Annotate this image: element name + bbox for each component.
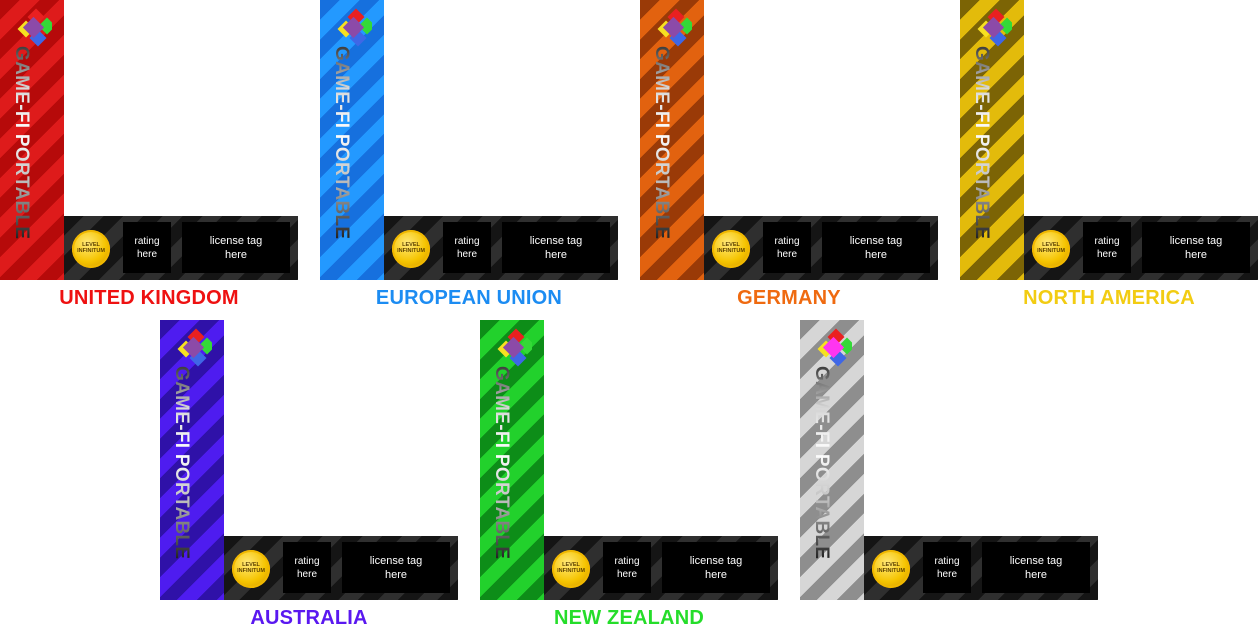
level-infinitum-badge: LEVEL INFINITUM	[552, 550, 590, 588]
base-strip: LEVEL INFINITUM rating here license tag …	[64, 216, 298, 280]
license-box: license tag here	[822, 222, 930, 273]
cover-template-north-america: GAME-FI PORTABLE LEVEL INFINITUM rating …	[960, 0, 1258, 309]
game-logo-icon	[17, 8, 52, 47]
badge-text: LEVEL INFINITUM	[77, 242, 105, 254]
cover-template-new-zealand: GAME-FI PORTABLE LEVEL INFINITUM rating …	[480, 320, 778, 629]
badge-text: LEVEL INFINITUM	[877, 562, 905, 574]
spine: GAME-FI PORTABLE	[320, 0, 384, 280]
spine: GAME-FI PORTABLE	[480, 320, 544, 600]
base-strip: LEVEL INFINITUM rating here license tag …	[1024, 216, 1258, 280]
game-logo-icon	[337, 8, 372, 47]
spine: GAME-FI PORTABLE	[160, 320, 224, 600]
level-infinitum-badge: LEVEL INFINITUM	[712, 230, 750, 268]
region-label: UNITED KINGDOM	[59, 287, 239, 309]
badge-text: LEVEL INFINITUM	[1037, 242, 1065, 254]
base-strip: LEVEL INFINITUM rating here license tag …	[704, 216, 938, 280]
game-logo-icon	[817, 328, 852, 367]
spine-title: GAME-FI PORTABLE	[11, 46, 32, 240]
level-infinitum-badge: LEVEL INFINITUM	[72, 230, 110, 268]
rating-box: rating here	[1083, 222, 1131, 273]
rating-box: rating here	[763, 222, 811, 273]
region-label: EUROPEAN UNION	[375, 287, 563, 309]
license-box: license tag here	[342, 542, 450, 593]
badge-text: LEVEL INFINITUM	[397, 242, 425, 254]
cover-template-european-union: GAME-FI PORTABLE LEVEL INFINITUM rating …	[320, 0, 618, 309]
spine-title: GAME-FI PORTABLE	[491, 366, 512, 560]
cover-template-germany: GAME-FI PORTABLE LEVEL INFINITUM rating …	[640, 0, 938, 309]
badge-text: LEVEL INFINITUM	[557, 562, 585, 574]
level-infinitum-badge: LEVEL INFINITUM	[872, 550, 910, 588]
badge-text: LEVEL INFINITUM	[237, 562, 265, 574]
license-box: license tag here	[1142, 222, 1250, 273]
region-label: NEW ZEALAND	[554, 607, 704, 629]
spine-title: GAME-FI PORTABLE	[651, 46, 672, 240]
spine: GAME-FI PORTABLE	[640, 0, 704, 280]
base-strip: LEVEL INFINITUM rating here license tag …	[224, 536, 458, 600]
region-label: AUSTRALIA	[250, 607, 368, 629]
license-box: license tag here	[662, 542, 770, 593]
level-infinitum-badge: LEVEL INFINITUM	[232, 550, 270, 588]
game-logo-icon	[657, 8, 692, 47]
spine-title: GAME-FI PORTABLE	[171, 366, 192, 560]
rating-box: rating here	[283, 542, 331, 593]
rating-box: rating here	[443, 222, 491, 273]
badge-text: LEVEL INFINITUM	[717, 242, 745, 254]
level-infinitum-badge: LEVEL INFINITUM	[392, 230, 430, 268]
game-logo-icon	[977, 8, 1012, 47]
region-label: NORTH AMERICA	[1023, 287, 1195, 309]
rating-box: rating here	[923, 542, 971, 593]
base-strip: LEVEL INFINITUM rating here license tag …	[864, 536, 1098, 600]
cover-template-united-kingdom: GAME-FI PORTABLE LEVEL INFINITUM rating …	[0, 0, 298, 309]
spine-title: GAME-FI PORTABLE	[331, 46, 352, 240]
spine: GAME-FI PORTABLE	[800, 320, 864, 600]
license-box: license tag here	[982, 542, 1090, 593]
license-box: license tag here	[502, 222, 610, 273]
base-strip: LEVEL INFINITUM rating here license tag …	[384, 216, 618, 280]
base-strip: LEVEL INFINITUM rating here license tag …	[544, 536, 778, 600]
spine: GAME-FI PORTABLE	[0, 0, 64, 280]
spine-title: GAME-FI PORTABLE	[811, 366, 832, 560]
cover-template-australia: GAME-FI PORTABLE LEVEL INFINITUM rating …	[160, 320, 458, 629]
spine-title: GAME-FI PORTABLE	[971, 46, 992, 240]
license-box: license tag here	[182, 222, 290, 273]
cover-template-gray: GAME-FI PORTABLE LEVEL INFINITUM rating …	[800, 320, 1098, 600]
rating-box: rating here	[123, 222, 171, 273]
game-logo-icon	[497, 328, 532, 367]
spine: GAME-FI PORTABLE	[960, 0, 1024, 280]
region-label: GERMANY	[737, 287, 841, 309]
level-infinitum-badge: LEVEL INFINITUM	[1032, 230, 1070, 268]
game-logo-icon	[177, 328, 212, 367]
rating-box: rating here	[603, 542, 651, 593]
